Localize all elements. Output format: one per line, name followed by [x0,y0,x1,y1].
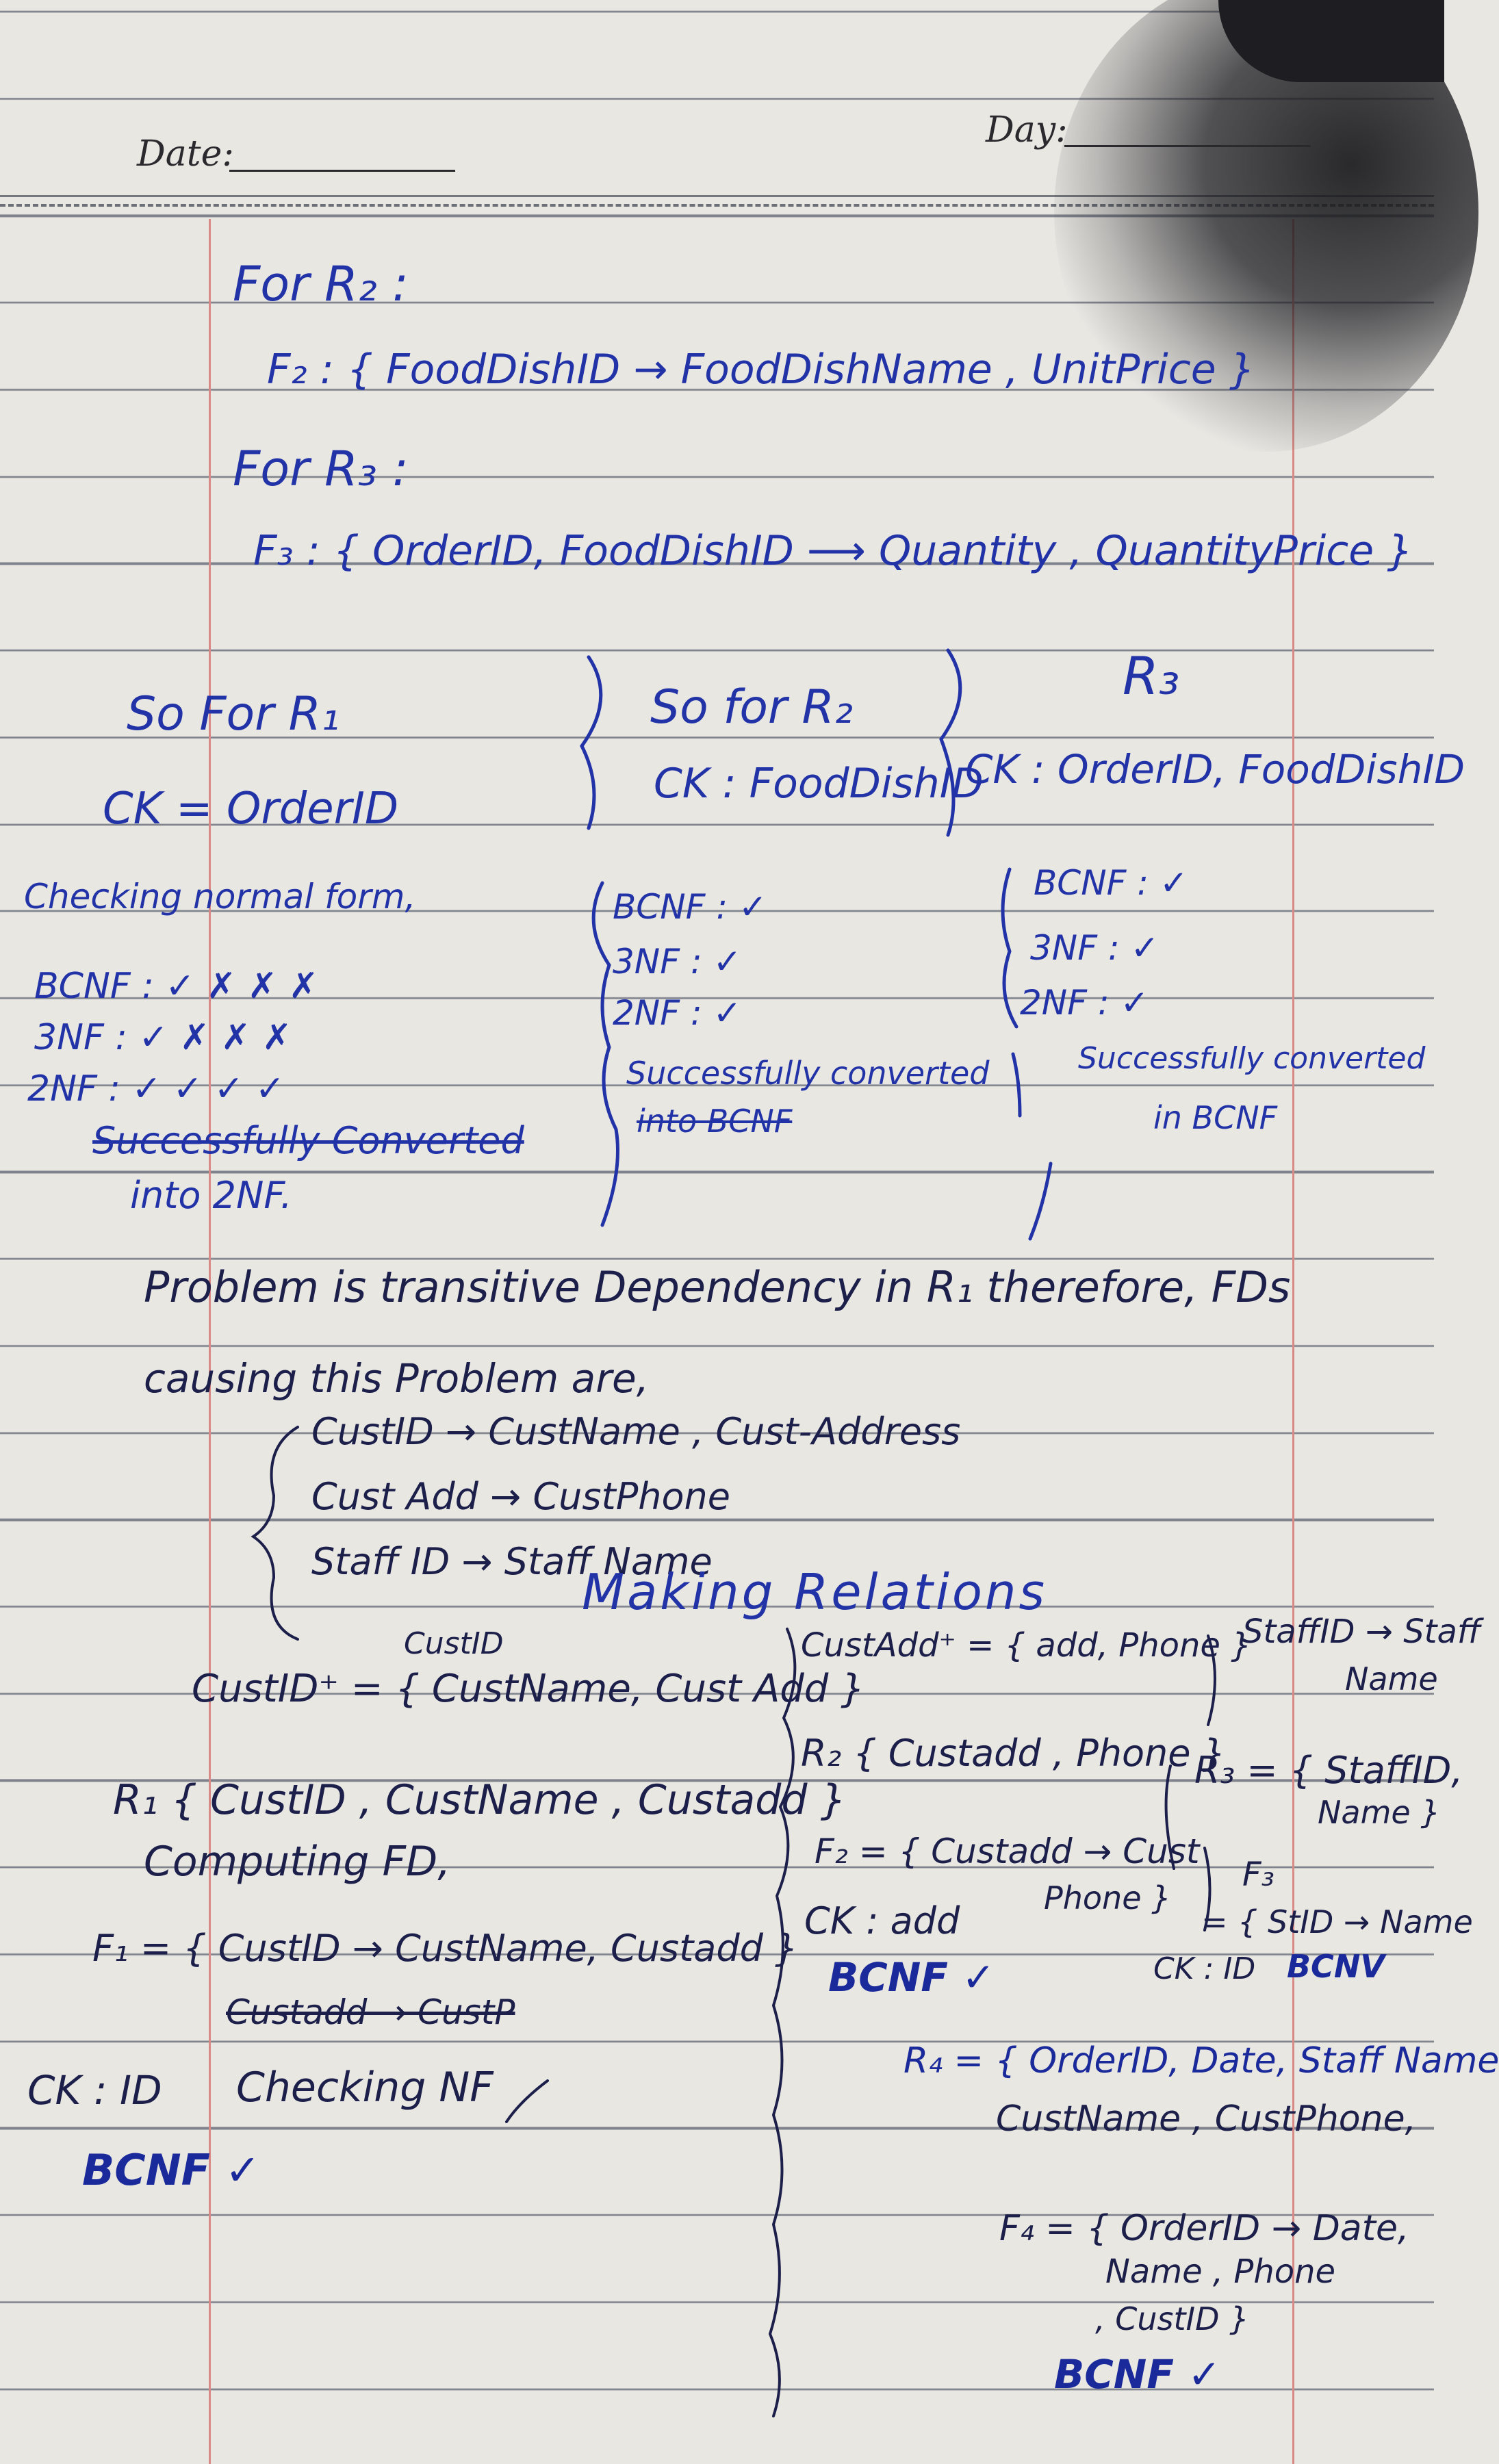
r1-converted-line1: Successfully Converted [92,1119,524,1162]
divider-stroke [1028,1162,1053,1241]
problem-fd3: Staff ID → Staff Name [311,1540,713,1583]
r2-2nf: 2NF : ✓ [613,993,742,1033]
r2-converted-line2: into BCNF [637,1103,793,1140]
rel-bcnf2: BCNF ✓ [828,1954,995,2001]
problem-fd2: Cust Add → CustPhone [311,1475,730,1518]
rel-f2-line2: Phone } [1044,1879,1172,1916]
struck-fd: Custadd → CustP [226,1992,515,2032]
rel-r4-line2: CustName , CustPhone, [996,2099,1417,2140]
date-blank [229,170,455,172]
r2-bcnf: BCNF : ✓ [613,887,767,927]
rel-f3-label: F₃ [1242,1856,1274,1894]
r3-heading: For R₃ : [233,441,409,497]
checking-nf: Checking NF [236,2064,494,2112]
divider-stroke [1207,1634,1216,1726]
custadd-closure: CustAdd⁺ = { add, Phone } [801,1626,1252,1665]
r3-2nf: 2NF : ✓ [1020,983,1149,1023]
divider-stroke [1203,1847,1212,1932]
pen-tick [505,2079,549,2123]
divider-stroke [580,655,603,830]
r2-ck: CK : FoodDishID [654,760,984,808]
r3-ck: CK : OrderID, FoodDishID [965,746,1465,793]
rel-f2-line1: F₂ = { Custadd → Cust [815,1832,1200,1871]
header-rule [0,195,1434,197]
r3-title: R₃ [1123,645,1180,706]
staff-name: Name [1345,1660,1438,1697]
r3-3nf: 3NF : ✓ [1030,928,1160,968]
r1-converted-line2: into 2NF. [130,1174,292,1217]
rel-f3-line: = { StID → Name [1201,1903,1473,1940]
f3-definition: F₃ : { OrderID, FoodDishID ⟶ Quantity , … [253,527,1413,575]
rel-r4-line1: R₄ = { OrderID, Date, Staff Name [904,2040,1499,2081]
making-relations-heading: Making Relations [582,1563,1048,1621]
r3-bcnf: BCNF : ✓ [1034,863,1188,903]
pen-strokes [251,648,1216,2417]
rel-bcnf3: BCNV [1287,1948,1385,1985]
date-label: Date: [137,133,234,175]
rel-r3-line1: R₃ = { StaffID, [1194,1749,1463,1792]
f2-definition: F₂ : { FoodDishID → FoodDishName , UnitP… [267,346,1255,394]
computing-fd: Computing FD, [144,1838,451,1886]
divider-stroke [939,648,962,837]
rel-ck2: CK : add [804,1899,960,1942]
r1-3nf: 3NF : ✓ ✗ ✗ ✗ [34,1017,292,1058]
rel-ck3: CK : ID [1153,1951,1256,1986]
r3-converted-line1: Successfully converted [1078,1041,1426,1076]
rel-ck1: CK : ID [27,2067,162,2114]
problem-line2: causing this Problem are, [144,1355,650,1402]
r3-converted-line2: in BCNF [1153,1099,1278,1136]
divider-stroke [1164,1764,1175,1870]
custid-closure: CustID⁺ = { CustName, Cust Add } [192,1667,865,1711]
margin-line-right [1292,219,1294,2464]
staff-closure: StaffID → Staff [1242,1613,1481,1651]
rel-bcnf1: BCNF ✓ [82,2145,261,2195]
rel-r2: R₂ { Custadd , Phone } [801,1732,1227,1775]
custid-annotation: CustID [404,1626,504,1661]
r2-converted-line1: Successfully converted [626,1055,990,1092]
rel-f4-line3: , CustID } [1095,2300,1250,2337]
rel-f4-line2: Name , Phone [1105,2253,1336,2291]
rel-f1-struck: Custadd → CustP [226,1995,515,2029]
r2-title: So for R₂ [650,680,854,734]
r1-checking: Checking normal form, [24,877,416,916]
brace-stroke [251,1426,299,1641]
rel-bcnf4: BCNF ✓ [1054,2351,1221,2398]
rel-f1: F₁ = { CustID → CustName, Custadd } [92,1927,799,1970]
dark-object [1218,0,1444,82]
dashed-rule [0,204,1434,207]
r2-heading: For R₂ : [233,256,409,312]
r1-2nf: 2NF : ✓ ✓ ✓ ✓ [27,1068,285,1109]
margin-line-left [209,219,211,2464]
rel-f4-line1: F₄ = { OrderID → Date, [999,2208,1409,2249]
day-label: Day: [986,110,1068,151]
problem-line1: Problem is transitive Dependency in R₁ t… [144,1262,1291,1312]
r1-ck: CK = OrderID [103,784,399,834]
day-blank [1064,145,1311,147]
r2-3nf: 3NF : ✓ [613,942,742,981]
divider-stroke [1001,867,1018,1029]
rel-r3-line2: Name } [1318,1794,1441,1831]
rel-r1: R₁ { CustID , CustName , Custadd } [113,1776,847,1824]
problem-fd1: CustID → CustName , Cust-Address [311,1410,961,1453]
divider-stroke [1011,1052,1022,1118]
divider-stroke [591,881,619,1227]
r1-title: So For R₁ [127,687,340,741]
divider-stroke [768,1628,797,2417]
r1-bcnf: BCNF : ✓ ✗ ✗ ✗ [34,966,319,1007]
